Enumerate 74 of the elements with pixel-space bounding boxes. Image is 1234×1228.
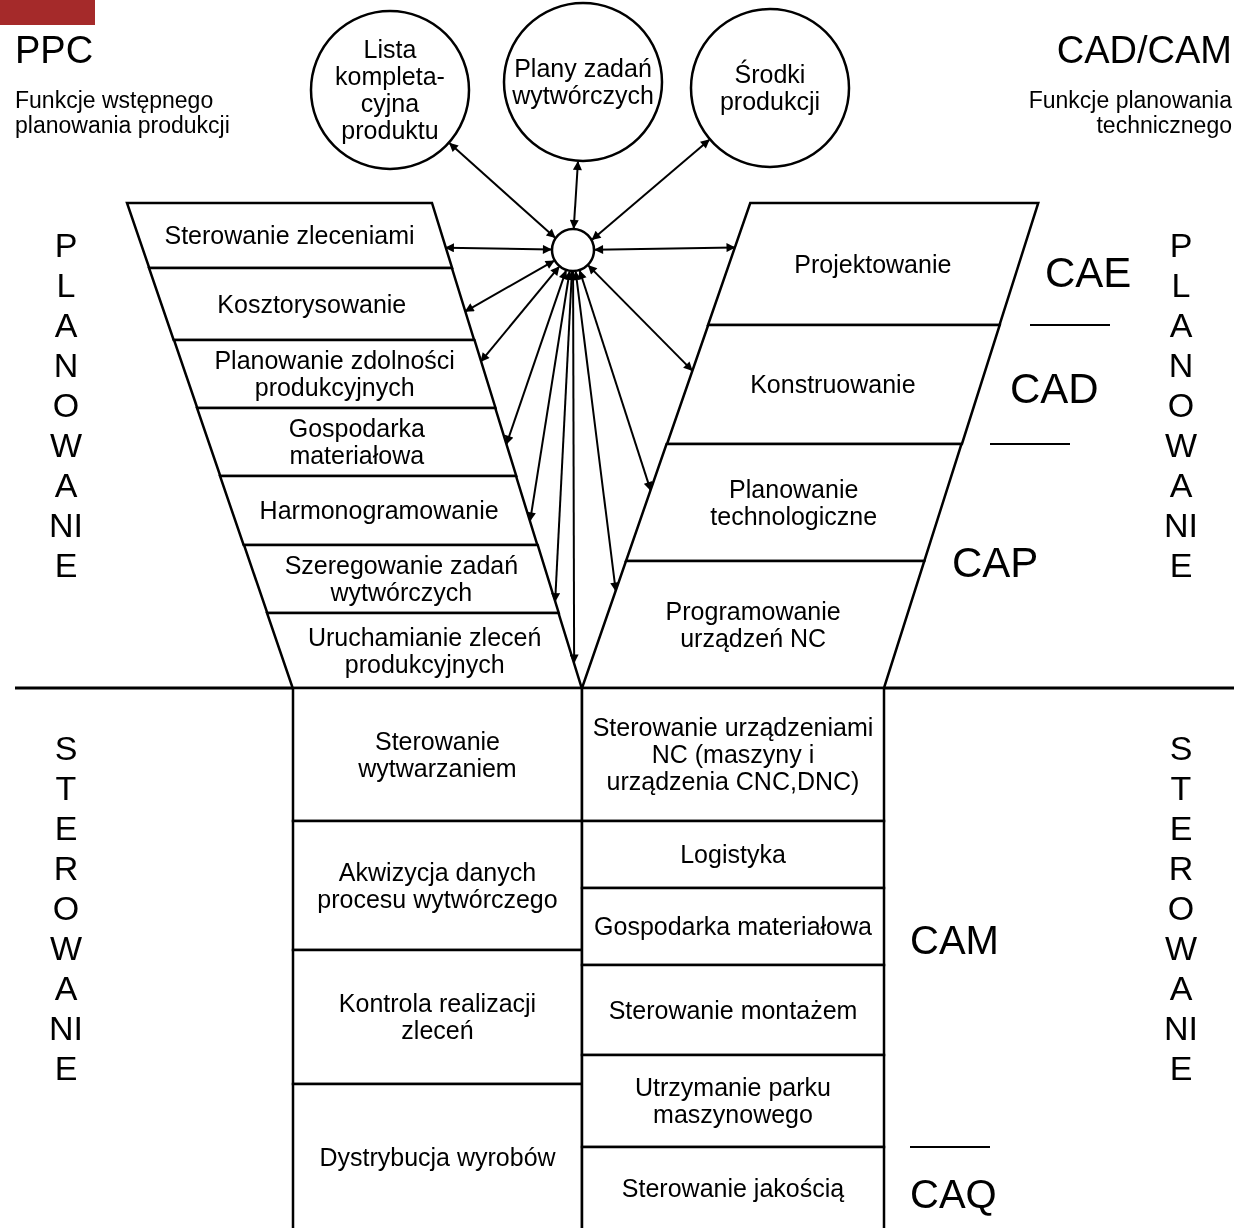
table-cell — [582, 821, 884, 888]
node-label: Kosztorysowanie — [217, 290, 407, 318]
node-label: Dystrybucja wyrobów — [319, 1143, 556, 1171]
double-arrow — [527, 270, 573, 522]
acronym-label: CAP — [952, 540, 1040, 587]
funnel-band — [220, 476, 538, 545]
circle-node — [310, 10, 470, 170]
double-arrow — [591, 138, 711, 241]
heading: CAD/CAM — [1055, 30, 1232, 72]
table-cell — [582, 965, 884, 1055]
node-label: Środki produkcji — [718, 61, 822, 115]
node-label: Planowanie technologiczne — [709, 475, 879, 530]
double-arrow — [587, 264, 694, 372]
double-arrow — [568, 271, 579, 664]
table-cell — [293, 1084, 582, 1228]
node-label: Gospodarka materiałowa — [594, 913, 872, 940]
heading: PPC — [15, 30, 95, 72]
funnel-band — [707, 203, 1038, 325]
node-label: Projektowanie — [794, 250, 952, 278]
double-arrow — [594, 243, 736, 255]
funnel-band — [582, 561, 925, 688]
acronym-label: CAE — [1045, 250, 1133, 297]
acronym-label: CAD — [1010, 366, 1100, 413]
node-label: Kontrola realizacji zleceń — [337, 990, 538, 1044]
funnel-band — [267, 613, 582, 688]
subheading: Funkcje planowania technicznego — [1027, 88, 1232, 139]
node-label: Konstruowanie — [750, 371, 916, 398]
node-label: Harmonogramowanie — [259, 497, 499, 524]
node-label: Akwizycja danych procesu wytwórczego — [316, 858, 559, 913]
vertical-label: STEROWANIE — [1163, 728, 1199, 1088]
node-label: Gospodarka materiałowa — [287, 415, 426, 469]
node-label: Plany zadań wytwórczych — [512, 55, 654, 109]
node-label: Sterowanie wytwarzaniem — [357, 727, 518, 782]
table-cell — [582, 1055, 884, 1147]
vertical-label: PLANOWANIE — [48, 225, 84, 585]
table-cell — [293, 950, 582, 1084]
subheading: Funkcje wstępnego planowania produkcji — [15, 88, 231, 139]
table-cell — [582, 1147, 884, 1228]
circle-node — [503, 2, 663, 162]
node-label: Programowanie urządzeń NC — [664, 597, 842, 652]
node-label: Lista kompleta-cyjna produktu — [334, 36, 446, 144]
node-label: Sterowanie zleceniami — [164, 222, 415, 249]
double-arrow — [444, 243, 552, 254]
double-arrow — [572, 270, 620, 592]
table-cell — [582, 888, 884, 965]
node-label: Szeregowanie zadań wytwórczych — [283, 552, 520, 606]
node-label: Sterowanie montażem — [608, 996, 858, 1024]
acronym-label: CAM — [910, 918, 1000, 962]
node-label: Uruchamianie zleceń produkcyjnych — [306, 623, 543, 678]
funnel-band — [244, 545, 559, 613]
node-label: Planowanie zdolności produkcyjnych — [213, 347, 456, 401]
double-arrow — [569, 160, 582, 229]
double-arrow — [464, 259, 555, 313]
funnel-band — [666, 325, 1000, 444]
double-arrow — [480, 265, 560, 363]
acronym-label: CAQ — [910, 1172, 998, 1216]
table-cell — [582, 688, 884, 821]
circle-node — [690, 8, 850, 168]
circle-node — [551, 228, 595, 272]
double-arrow — [448, 142, 556, 239]
funnel-band — [197, 408, 517, 476]
funnel-band — [149, 268, 475, 340]
vertical-label: STEROWANIE — [48, 728, 84, 1088]
funnel-band — [127, 203, 453, 268]
vertical-label: PLANOWANIE — [1163, 225, 1199, 585]
table-cell — [293, 821, 582, 950]
node-label: Sterowanie urządzeniami NC (maszyny i urządzenia CNC,DNC) — [592, 714, 874, 795]
node-label: Utrzymanie parku maszynowego — [634, 1074, 832, 1128]
double-arrow — [504, 269, 568, 445]
node-label: Sterowanie jakością — [621, 1175, 845, 1202]
double-arrow — [577, 269, 653, 492]
table-cell — [293, 688, 582, 821]
funnel-band — [173, 340, 496, 408]
node-label: Logistyka — [680, 841, 786, 868]
